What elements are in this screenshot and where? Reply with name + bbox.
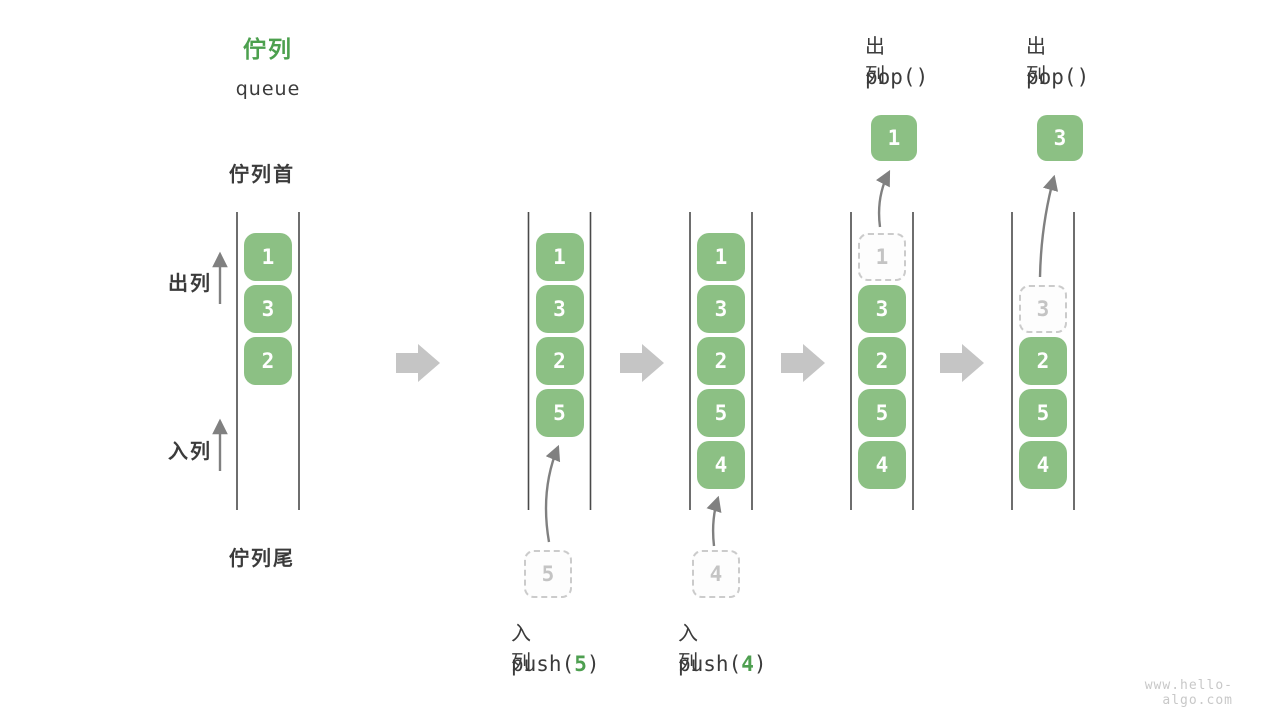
queue-item: 1 — [244, 233, 292, 281]
queue-item: 2 — [858, 337, 906, 385]
push-4-arrow-icon — [706, 495, 722, 547]
operation-code: pop() — [865, 65, 928, 89]
code-text: ) — [915, 65, 929, 89]
queue-item: 5 — [697, 389, 745, 437]
queue-item: 2 — [535, 337, 584, 385]
operation-code: push(4) — [678, 652, 767, 676]
pending-item: 4 — [692, 550, 740, 598]
code-text: ) — [753, 652, 767, 676]
operation-label: 出列 — [1026, 34, 1048, 87]
pop-1-arrow-icon — [875, 169, 891, 228]
state-transition-arrows — [396, 344, 984, 382]
code-text: pop( — [865, 65, 916, 89]
popped-item: 1 — [871, 115, 917, 161]
queue-front-label: 佇列首 — [229, 162, 295, 186]
queue-item: 2 — [697, 337, 745, 385]
queue-item: 1 — [535, 233, 584, 281]
popped-item: 3 — [1037, 115, 1083, 161]
pop-3-arrow-icon — [1038, 174, 1059, 278]
code-text: pop( — [1026, 65, 1077, 89]
code-text: push( — [678, 652, 742, 676]
operation-label: 入列 — [678, 621, 700, 674]
code-argument: 4 — [741, 652, 754, 676]
right-arrow-icon — [396, 344, 440, 382]
queue-item: 4 — [697, 441, 745, 489]
queue-item: 4 — [1019, 441, 1067, 489]
queue-item: 5 — [858, 389, 906, 437]
right-arrow-icon — [620, 344, 664, 382]
queue-item-ghost: 1 — [858, 233, 906, 281]
operation-label: 入列 — [511, 621, 533, 674]
title-zh: 佇列 — [243, 37, 293, 63]
queue-item: 3 — [244, 285, 292, 333]
code-text: ) — [586, 652, 600, 676]
queue-rear-label: 佇列尾 — [229, 546, 295, 570]
enqueue-side-label: 入列 — [168, 439, 212, 463]
queue-item: 4 — [858, 441, 906, 489]
queue-item: 1 — [697, 233, 745, 281]
code-text: ) — [1076, 65, 1090, 89]
operation-code: push(5) — [511, 652, 600, 676]
queue-walls — [236, 212, 1075, 510]
title-en: queue — [235, 78, 301, 100]
dequeue-side-label: 出列 — [168, 271, 212, 295]
queue-item: 2 — [1019, 337, 1067, 385]
queue-item: 5 — [535, 389, 584, 437]
pending-item: 5 — [524, 550, 572, 598]
queue-item: 3 — [858, 285, 906, 333]
queue-item: 5 — [1019, 389, 1067, 437]
queue-item: 3 — [535, 285, 584, 333]
watermark: www.hello-algo.com — [1144, 678, 1233, 708]
right-arrow-icon — [940, 344, 984, 382]
diagram-title: 佇列 queue — [207, 30, 329, 100]
queue-item: 2 — [244, 337, 292, 385]
code-argument: 5 — [574, 652, 587, 676]
operation-label: 出列 — [865, 34, 887, 87]
queue-item: 3 — [697, 285, 745, 333]
right-arrow-icon — [781, 344, 825, 382]
code-text: push( — [511, 652, 575, 676]
queue-item-ghost: 3 — [1019, 285, 1067, 333]
push-5-arrow-icon — [544, 444, 561, 543]
operation-code: pop() — [1026, 65, 1089, 89]
